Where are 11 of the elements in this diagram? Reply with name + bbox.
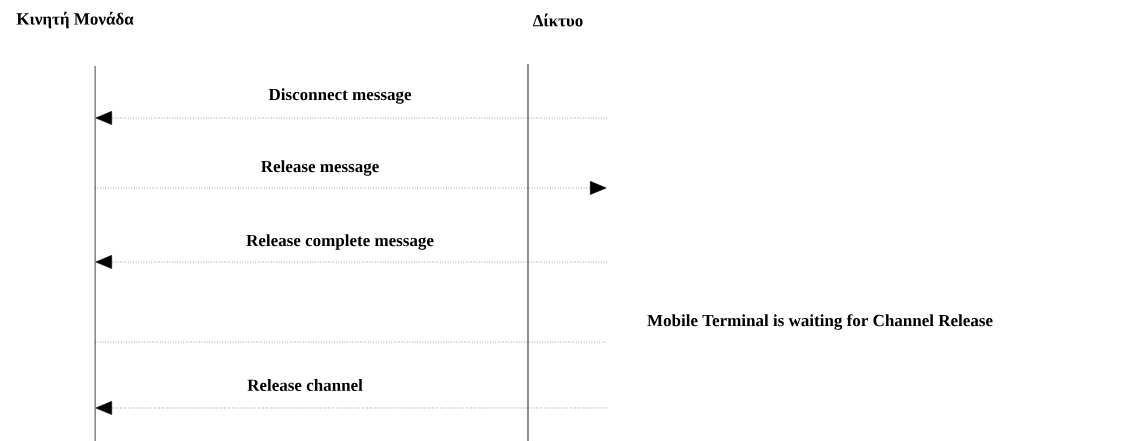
edge-label: Release message [261, 160, 379, 176]
arrow [95, 255, 608, 269]
arrow [94, 181, 607, 195]
participant-label: Κινητή Μονάδα [16, 11, 134, 29]
edge-label: Release complete message [246, 234, 434, 250]
edge-label: Mobile Terminal is waiting for Channel Release [647, 314, 993, 330]
participant-label: Δίκτυο [533, 13, 583, 27]
edge-label: Disconnect message [268, 88, 412, 104]
arrow [95, 401, 608, 415]
arrow [95, 111, 608, 125]
edge-label: Release channel [247, 379, 363, 391]
